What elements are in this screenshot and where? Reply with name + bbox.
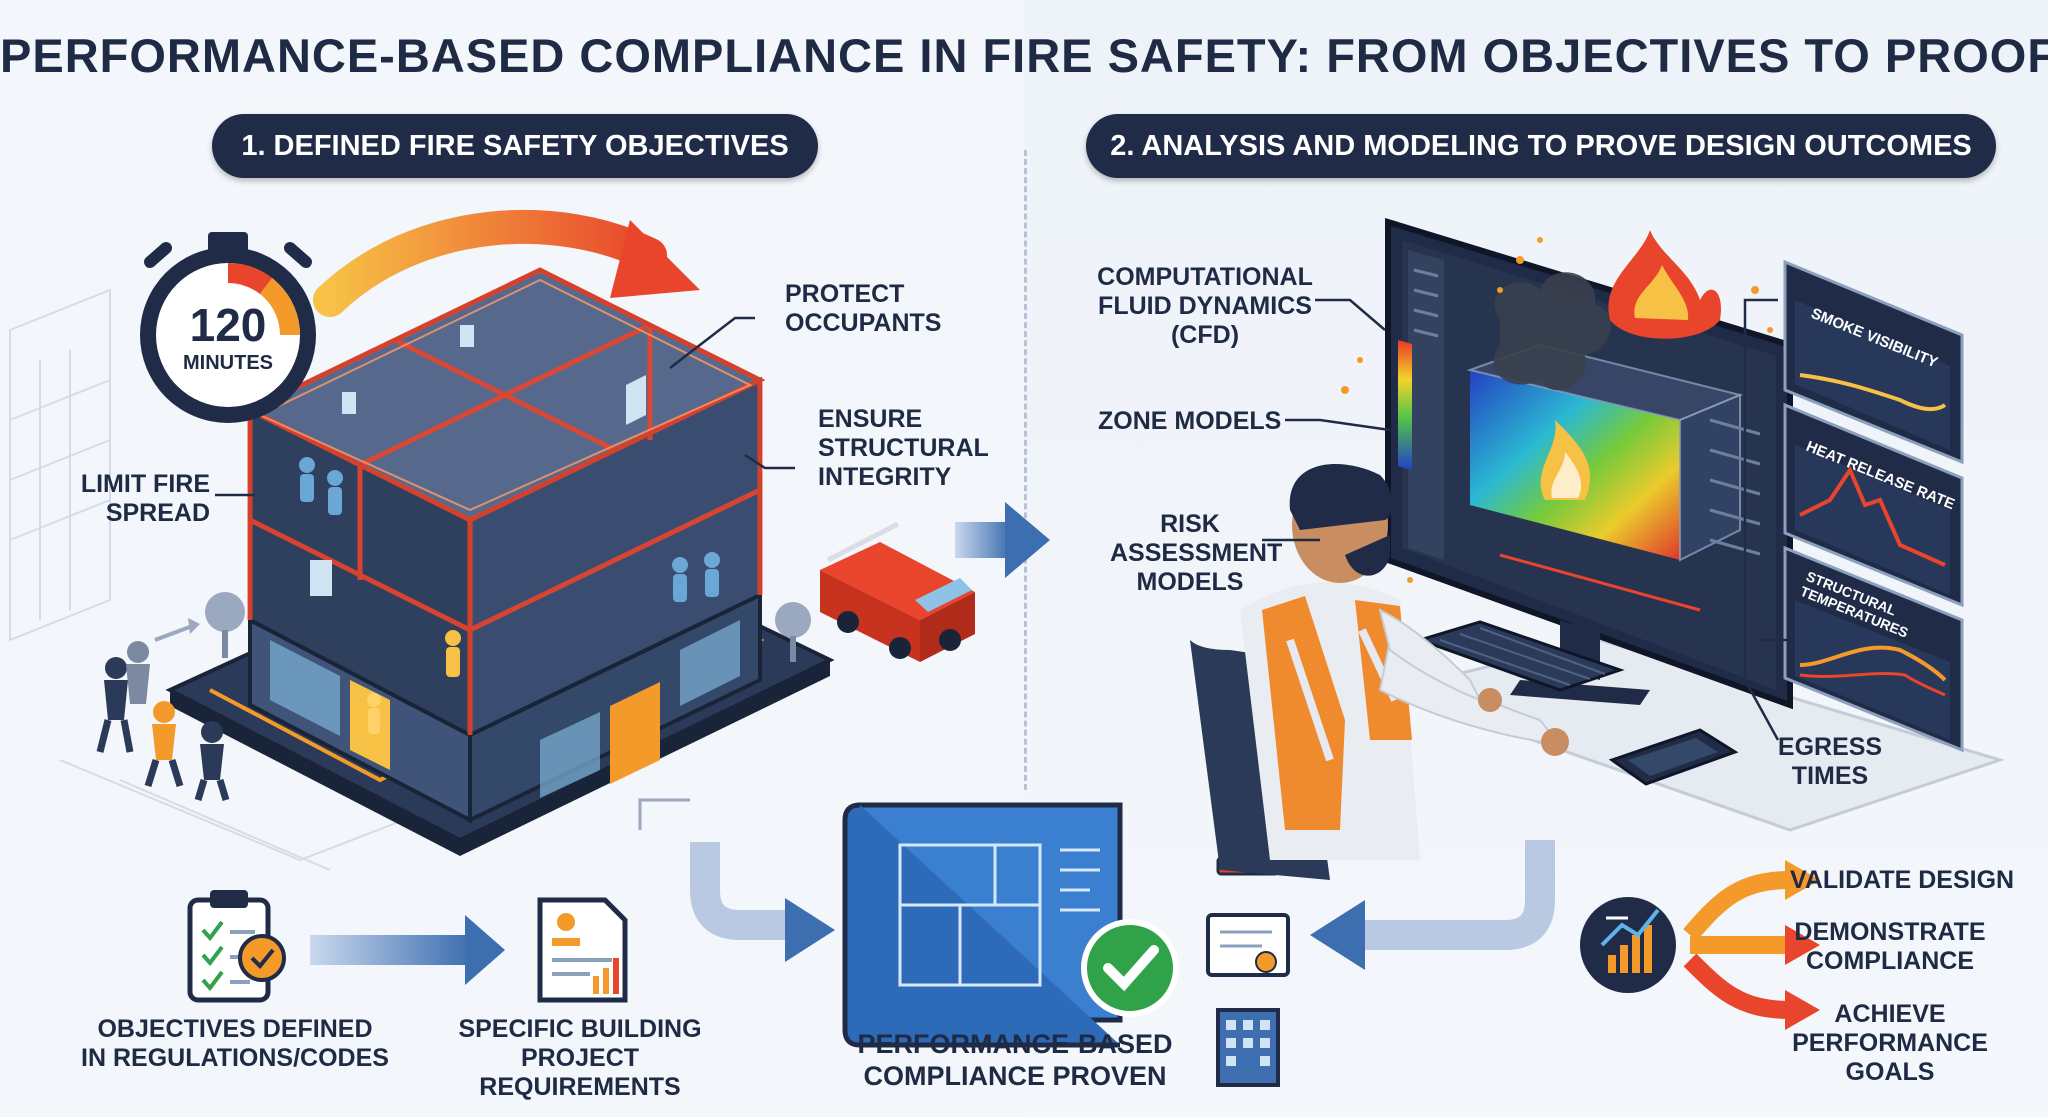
- label-project-requirements: SPECIFIC BUILDING PROJECT REQUIREMENTS: [458, 1015, 702, 1101]
- keyboard-icon: [1415, 620, 1625, 692]
- label-validate-design: VALIDATE DESIGN: [1790, 866, 2015, 894]
- label-risk-models: RISK ASSESSMENT MODELS: [1110, 510, 1283, 596]
- label-egress-times: EGRESS TIMES: [1777, 733, 1883, 790]
- section1-heading: 1. DEFINED FIRE SAFETY OBJECTIVES: [212, 114, 818, 178]
- panel-structural-temperatures: [1783, 545, 1964, 753]
- label-objectives-defined: OBJECTIVES DEFINED IN REGULATIONS/CODES: [81, 1015, 389, 1072]
- tree-icon: [205, 592, 811, 662]
- label-limit-fire-spread: LIMIT FIRE SPREAD: [80, 470, 210, 527]
- leader-lines-right: [1262, 298, 1790, 741]
- down-right-arrow: [638, 798, 835, 962]
- leader-lines-left: [215, 316, 795, 497]
- section2-heading: 2. ANALYSIS AND MODELING TO PROVE DESIGN…: [1086, 114, 1996, 178]
- engineer-icon: [1240, 464, 1569, 860]
- timer-unit: MINUTES: [183, 352, 273, 374]
- orange-arc-arrow: [313, 209, 700, 317]
- office-building-icon: [1216, 1008, 1280, 1087]
- growth-chart-icon: [1580, 897, 1676, 993]
- label-demonstrate-compliance: DEMONSTRATE COMPLIANCE: [1794, 918, 1986, 975]
- blueprint-icon: [842, 802, 1123, 1048]
- stopwatch-icon: [140, 232, 316, 423]
- label-cfd: COMPUTATIONAL FLUID DYNAMICS (CFD): [1097, 263, 1313, 349]
- monitor-icon: [1385, 217, 1793, 710]
- label-compliance-proven: PERFORMANCE-BASED COMPLIANCE PROVEN: [857, 1029, 1173, 1091]
- right-to-center-arrow: [1310, 840, 1555, 970]
- arrow-objectives-to-requirements: [310, 915, 505, 985]
- outcome-arrows: [1683, 860, 1820, 1030]
- label-structural-integrity: ENSURE STRUCTURAL INTEGRITY: [818, 405, 989, 491]
- check-icon: [1081, 919, 1179, 1017]
- label-zone-models: ZONE MODELS: [1098, 407, 1282, 435]
- panel-smoke-visibility: [1783, 259, 1964, 465]
- panel-heat-release: [1783, 402, 1964, 608]
- label-protect-occupants: PROTECT OCCUPANTS: [785, 280, 942, 337]
- clipboard-icon: [187, 890, 286, 1003]
- building-icon: [165, 267, 835, 856]
- fire-icon: [1341, 230, 1773, 583]
- fire-truck-icon: [820, 521, 975, 662]
- section-divider: [1024, 150, 1027, 790]
- page-title: PERFORMANCE-BASED COMPLIANCE IN FIRE SAF…: [0, 29, 2048, 82]
- certificate-icon: [1206, 913, 1290, 977]
- timer-value: 120: [189, 299, 267, 351]
- center-flow-arrow: [955, 502, 1050, 578]
- document-icon: [537, 897, 628, 1003]
- tablet-icon: [1608, 728, 1739, 786]
- evacuees-icon: [96, 618, 230, 802]
- label-achieve-goals: ACHIEVE PERFORMANCE GOALS: [1792, 1000, 1988, 1086]
